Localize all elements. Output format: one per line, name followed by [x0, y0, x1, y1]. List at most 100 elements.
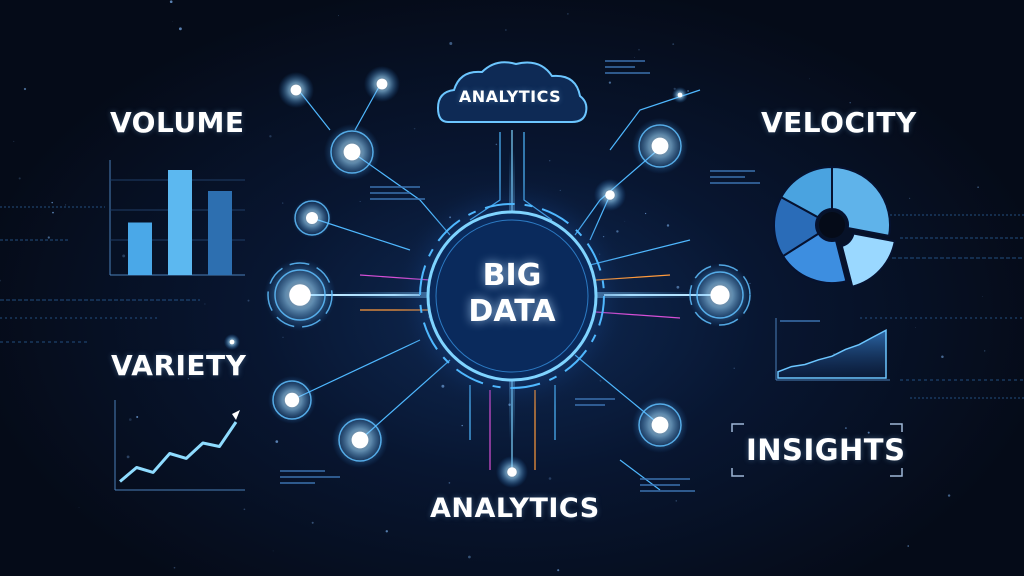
star-dot — [128, 418, 132, 421]
hub-line-2: DATA — [468, 294, 556, 329]
star-dot — [977, 186, 979, 189]
hub-title: BIG DATA — [432, 258, 592, 330]
data-stream-lines — [0, 206, 1024, 399]
star-dot — [448, 482, 451, 484]
star-dot — [247, 299, 250, 302]
node-icon — [324, 124, 380, 180]
star-dot — [982, 295, 983, 297]
star-dot — [548, 477, 552, 480]
star-dot — [359, 201, 361, 203]
star-dot — [172, 21, 174, 22]
star-dot — [275, 440, 279, 443]
volume-bar — [208, 191, 232, 275]
star-dot — [644, 212, 647, 215]
star-dot — [666, 224, 670, 227]
star-dot — [449, 42, 453, 45]
star-dot — [947, 494, 951, 497]
star-dot — [495, 143, 498, 146]
star-dot — [385, 530, 388, 533]
star-dot — [867, 431, 870, 434]
star-dot — [984, 350, 986, 352]
star-dot — [65, 204, 67, 206]
star-dot — [616, 230, 619, 233]
volume-label: VOLUME — [110, 106, 245, 139]
star-dot — [13, 140, 15, 142]
star-dot — [672, 43, 675, 45]
insights-frame — [731, 423, 903, 477]
star-dot — [675, 500, 677, 502]
star-dot — [138, 128, 141, 130]
node-icon — [632, 118, 688, 174]
node-icon — [278, 72, 314, 108]
star-dot — [126, 455, 130, 459]
node-icon — [672, 87, 688, 103]
star-dot — [915, 327, 916, 328]
star-dot — [47, 236, 50, 239]
star-dot — [0, 279, 1, 282]
star-dot — [548, 159, 551, 162]
star-dot — [173, 566, 176, 569]
hub-line-1: BIG — [482, 258, 542, 293]
star-dot — [638, 48, 640, 51]
analytics-cloud-label: ANALYTICS — [458, 87, 562, 106]
star-dot — [505, 29, 507, 31]
pie-slice — [781, 232, 848, 284]
decorative-text-blocks — [280, 60, 820, 492]
star-dot — [624, 220, 626, 222]
node-icon — [292, 198, 332, 238]
star-dot — [78, 507, 80, 508]
star-dot — [599, 379, 602, 382]
volume-bar — [168, 170, 192, 275]
star-dot — [169, 0, 173, 4]
node-icon — [632, 397, 688, 453]
star-dot — [51, 201, 53, 204]
star-dot — [468, 555, 471, 559]
star-dot — [413, 127, 416, 130]
star-dot — [809, 78, 810, 80]
volume-bar-chart — [109, 160, 245, 276]
cloud-icon — [436, 61, 588, 123]
node-icon — [264, 259, 336, 331]
star-dot — [941, 355, 944, 358]
star-dot — [204, 303, 206, 305]
node-icon — [594, 179, 626, 211]
analytics-bottom-label: ANALYTICS — [430, 493, 600, 524]
star-dot — [676, 285, 680, 289]
variety-label: VARIETY — [111, 349, 247, 382]
variety-line-chart — [114, 400, 245, 491]
node-icon — [332, 412, 388, 468]
insights-label: INSIGHTS — [746, 433, 906, 467]
star-dot — [634, 56, 635, 58]
star-dot — [311, 521, 314, 524]
star-dot — [243, 508, 246, 511]
velocity-label: VELOCITY — [761, 106, 917, 139]
volume-bar — [128, 222, 152, 275]
star-dot — [608, 81, 612, 84]
star-dot — [23, 87, 27, 91]
pie-slice — [831, 165, 892, 238]
node-group — [224, 66, 752, 488]
node-icon — [688, 263, 752, 327]
star-dot — [567, 13, 569, 15]
star-dot — [136, 415, 139, 419]
star-dot — [52, 211, 54, 214]
star-dot — [459, 496, 462, 499]
node-icon — [268, 376, 316, 424]
pie-slice — [779, 165, 833, 219]
star-dot — [18, 177, 21, 180]
star-dot — [907, 545, 909, 547]
pie-slice — [840, 232, 896, 288]
star-dot — [269, 135, 272, 138]
star-dot — [844, 427, 847, 430]
star-dot — [282, 202, 284, 204]
star-dot — [687, 90, 690, 92]
star-dot — [466, 501, 469, 504]
hub-core — [394, 178, 630, 414]
node-icon — [496, 456, 528, 488]
star-dot — [849, 101, 851, 104]
insights-area-chart — [775, 318, 890, 381]
star-dot — [557, 569, 560, 572]
velocity-pie-chart — [773, 165, 896, 288]
